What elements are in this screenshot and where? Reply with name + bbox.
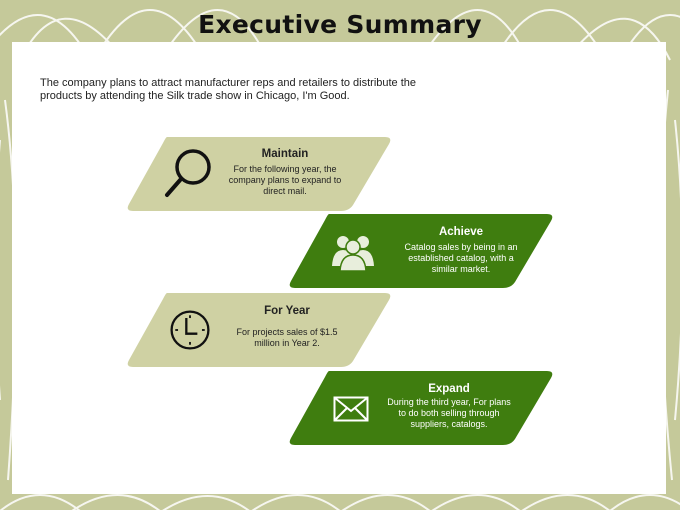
magnifier-icon: [165, 149, 211, 197]
card-heading: Expand: [428, 383, 470, 395]
card-body: For projects sales of $1.5 million in Ye…: [236, 327, 338, 348]
card-shape: [289, 371, 553, 445]
card-body: For the following year, the company plan…: [228, 164, 342, 196]
card-heading: Achieve: [438, 226, 484, 238]
card-heading: For Year: [264, 305, 310, 317]
envelope-icon: [333, 396, 369, 422]
intro-paragraph: The company plans to attract manufacture…: [40, 77, 417, 102]
card-expand: Expand During the third year, For plans …: [289, 371, 553, 445]
card-achieve: Achieve Catalog sales by being in an est…: [289, 214, 553, 288]
card-body: Catalog sales by being in an established…: [404, 242, 518, 274]
card-for-year: For Year For projects sales of $1.5 mill…: [127, 293, 391, 367]
card-heading: Maintain: [261, 148, 309, 160]
people-icon: [332, 236, 374, 272]
card-shape: [127, 137, 391, 211]
clock-icon: [170, 310, 210, 350]
card-body: During the third year, For plans to do b…: [387, 397, 511, 429]
page-title: Executive Summary: [198, 10, 482, 39]
card-maintain: Maintain For the following year, the com…: [127, 137, 391, 211]
